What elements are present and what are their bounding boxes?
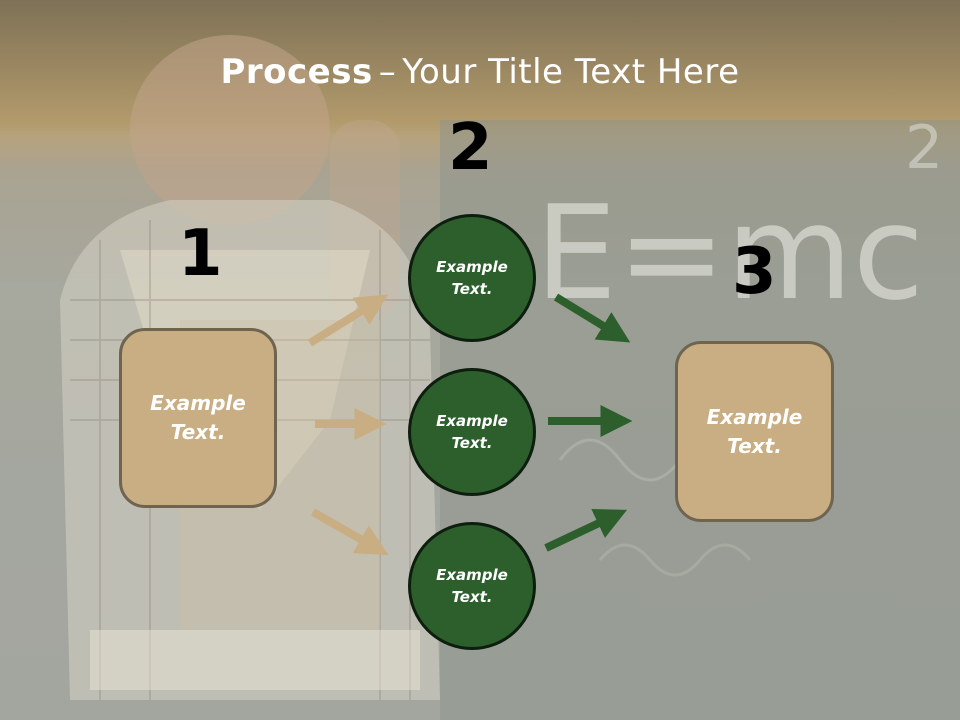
- step-number-3: 3: [732, 235, 777, 309]
- circle-bottom-text: Example Text.: [436, 565, 508, 607]
- left-box: Example Text.: [119, 328, 277, 508]
- right-box: Example Text.: [675, 341, 834, 522]
- arrow-to-circle-bottom: [311, 508, 389, 556]
- circle-middle: Example Text.: [408, 368, 536, 496]
- arrow-from-circle-bottom: [544, 509, 628, 552]
- title-dash: –: [378, 52, 397, 92]
- step-number-2: 2: [448, 111, 493, 185]
- circle-top: Example Text.: [408, 214, 536, 342]
- circle-bottom: Example Text.: [408, 522, 536, 650]
- right-box-text: Example Text.: [706, 404, 803, 458]
- title-rest: Your Title Text Here: [402, 52, 740, 92]
- left-box-text: Example Text.: [150, 391, 246, 444]
- title-bold: Process: [220, 52, 373, 92]
- chalk-superscript: 2: [905, 113, 943, 183]
- circle-middle-text: Example Text.: [436, 411, 508, 453]
- arrow-to-circle-top: [307, 294, 389, 347]
- step-number-1: 1: [178, 217, 223, 291]
- chalk-equation: E=mc: [535, 177, 924, 329]
- arrow-from-circle-top: [553, 293, 631, 343]
- circle-top-text: Example Text.: [436, 257, 508, 299]
- slide-title: Process–Your Title Text Here: [0, 52, 960, 92]
